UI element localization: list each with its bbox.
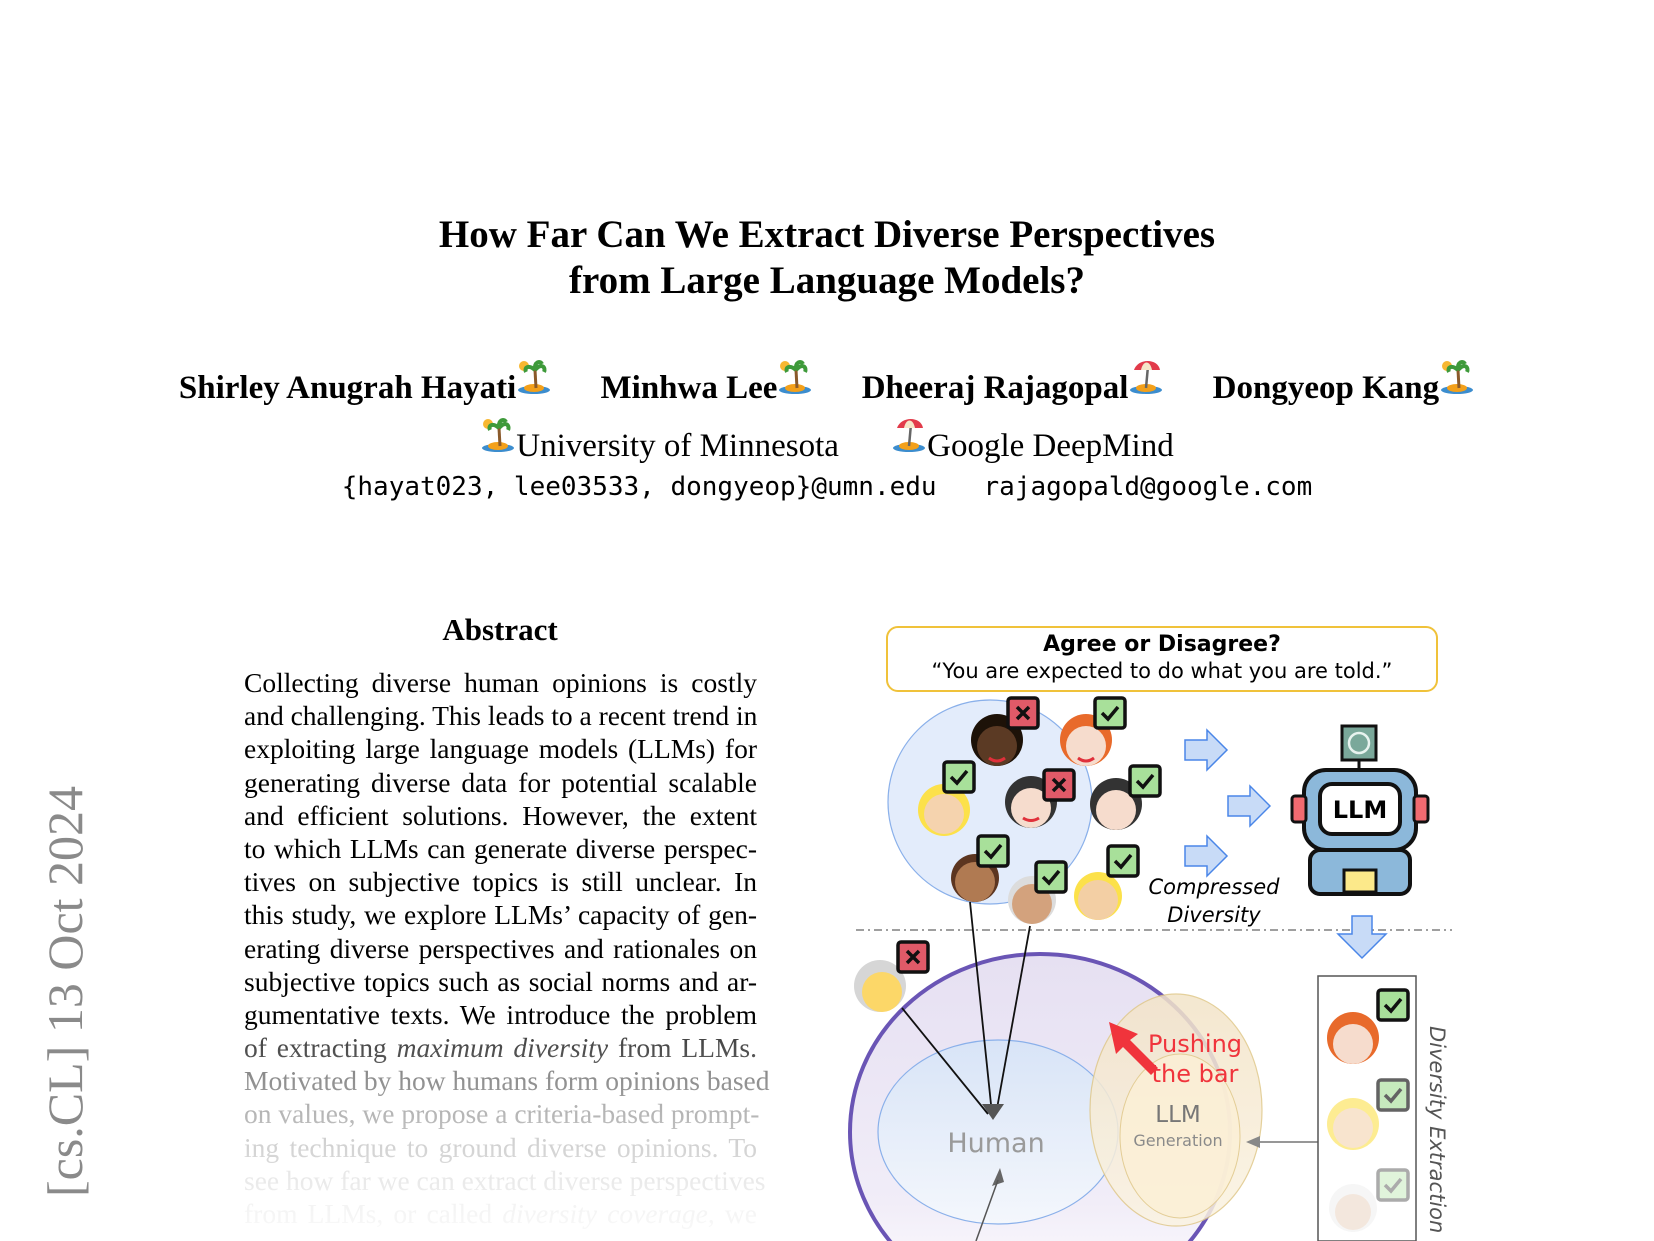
- abstract-line: ing technique to ground diverse opinions…: [244, 1131, 757, 1163]
- affiliation-list: University of Minnesota Google DeepMind: [0, 418, 1654, 468]
- down-arrow-icon: [1336, 915, 1388, 960]
- desert-island-icon: [777, 356, 813, 396]
- pushing-label: Pushing: [1148, 1030, 1242, 1058]
- person-face-icon: [1327, 1098, 1379, 1150]
- connector-line: [995, 925, 1031, 1115]
- desert-island-icon: [516, 356, 552, 396]
- abstract-line: and efficient solutions. However, the ex…: [244, 799, 757, 831]
- author-name: Shirley Anugrah Hayati: [178, 370, 517, 406]
- author-name: Dheeraj Rajagopal: [861, 370, 1129, 406]
- paper-title: How Far Can We Extract Diverse Perspecti…: [0, 212, 1654, 304]
- disagree-icon: [896, 940, 930, 974]
- affiliation: Google DeepMind: [891, 419, 1174, 468]
- human-label: Human: [947, 1128, 1044, 1159]
- abstract-body: Collecting diverse human opinions is cos…: [244, 666, 770, 1230]
- abstract-line: Collecting diverse human opinions is cos…: [244, 667, 757, 698]
- abstract-line: and challenging. This leads to a recent …: [244, 700, 758, 732]
- author-name: Dongyeop Kang: [1212, 370, 1440, 406]
- arrowhead-icon: [992, 1168, 1004, 1186]
- diversity-extraction-label: Diversity Extraction: [1425, 1026, 1449, 1233]
- abstract-line: of extracting maximum diversity from LLM…: [244, 1032, 757, 1064]
- connector-line: [901, 1007, 989, 1115]
- compressed-label: Compressed: [1149, 875, 1281, 899]
- person-face-icon: [918, 784, 970, 836]
- title-line-1: How Far Can We Extract Diverse Perspecti…: [438, 213, 1216, 256]
- abstract-line: Motivated by how humans form opinions ba…: [244, 1065, 770, 1097]
- arxiv-stamp: [cs.CL] 13 Oct 2024: [37, 785, 93, 1197]
- prompt-title: Agree or Disagree?: [1043, 632, 1281, 657]
- agree-icon: [1376, 1078, 1410, 1112]
- llm-generation-label: LLM: [1155, 1102, 1200, 1128]
- desert-island-icon: [1439, 356, 1475, 396]
- agree-icon: [1376, 1168, 1410, 1202]
- agree-icon: [1106, 844, 1140, 878]
- flow-arrow-icon: [1184, 729, 1228, 771]
- author: Dheeraj Rajagopal: [861, 361, 1165, 410]
- author-name: Minhwa Lee: [600, 370, 778, 406]
- beach-umbrella-icon: [891, 414, 927, 454]
- llm-label: LLM: [1333, 796, 1387, 824]
- llm-robot-icon: [1290, 724, 1430, 896]
- flow-arrow-icon: [1227, 785, 1271, 827]
- abstract-line: tives on subjective topics is still uncl…: [244, 866, 757, 898]
- author-emails[interactable]: {hayat023, lee03533, dongyeop}@umn.edu r…: [341, 472, 1313, 502]
- author-list: Shirley Anugrah Hayati Minhwa Lee Dheera…: [0, 360, 1654, 410]
- diversity-figure: LLM Compressed Diversity Human Pushing t…: [848, 696, 1452, 1241]
- abstract-line: generating diverse data for potential sc…: [244, 766, 757, 798]
- affiliation-name: University of Minnesota: [516, 428, 839, 464]
- abstract-line: to which LLMs can generate diverse persp…: [244, 832, 757, 864]
- agree-icon: [976, 834, 1010, 868]
- abstract-line: exploiting large language models (LLMs) …: [244, 733, 757, 765]
- title-line-2: from Large Language Models?: [569, 259, 1085, 302]
- connector-line: [969, 901, 993, 1115]
- abstract-line: subjective topics such as social norms a…: [244, 965, 757, 997]
- the-bar-label: the bar: [1152, 1060, 1239, 1088]
- generation-label: Generation: [1133, 1131, 1222, 1150]
- agree-icon: [942, 760, 976, 794]
- abstract-line: gumentative texts. We introduce the prob…: [244, 998, 757, 1030]
- flow-arrow-icon: [1184, 835, 1228, 877]
- abstract-line: from LLMs, or called diversity coverage,…: [244, 1198, 757, 1229]
- person-face-icon: [1074, 872, 1122, 920]
- person-face-icon: [854, 960, 906, 1012]
- arrowhead-icon: [982, 1104, 1004, 1120]
- abstract-line: on values, we propose a criteria-based p…: [244, 1098, 760, 1130]
- author: Minhwa Lee: [600, 360, 814, 410]
- abstract-line: see how far we can extract diverse persp…: [244, 1164, 766, 1196]
- agree-icon: [1034, 860, 1068, 894]
- agree-icon: [1093, 696, 1127, 730]
- agree-icon: [1376, 988, 1410, 1022]
- author: Dongyeop Kang: [1212, 360, 1475, 410]
- beach-umbrella-icon: [1128, 356, 1164, 396]
- abstract-line: erating diverse perspectives and rationa…: [244, 932, 757, 964]
- abstract-heading: Abstract: [442, 612, 558, 647]
- prompt-box: Agree or Disagree? “You are expected to …: [886, 626, 1438, 692]
- abstract-line: this study, we explore LLMs’ capacity of…: [244, 899, 757, 931]
- prompt-statement: “You are expected to do what you are tol…: [931, 659, 1393, 683]
- diversity-label: Diversity: [1167, 903, 1261, 927]
- disagree-icon: [1042, 768, 1076, 802]
- disagree-icon: [1006, 696, 1040, 730]
- agree-icon: [1128, 764, 1162, 798]
- affiliation: University of Minnesota: [480, 418, 839, 468]
- person-face-icon: [1329, 1184, 1377, 1232]
- affiliation-name: Google DeepMind: [927, 428, 1174, 464]
- pushing-arrow-icon: [1109, 1022, 1158, 1075]
- person-face-icon: [1327, 1012, 1379, 1064]
- llm-inner-ellipse: [1119, 1053, 1241, 1219]
- desert-island-icon: [480, 414, 516, 454]
- author: Shirley Anugrah Hayati: [178, 360, 552, 410]
